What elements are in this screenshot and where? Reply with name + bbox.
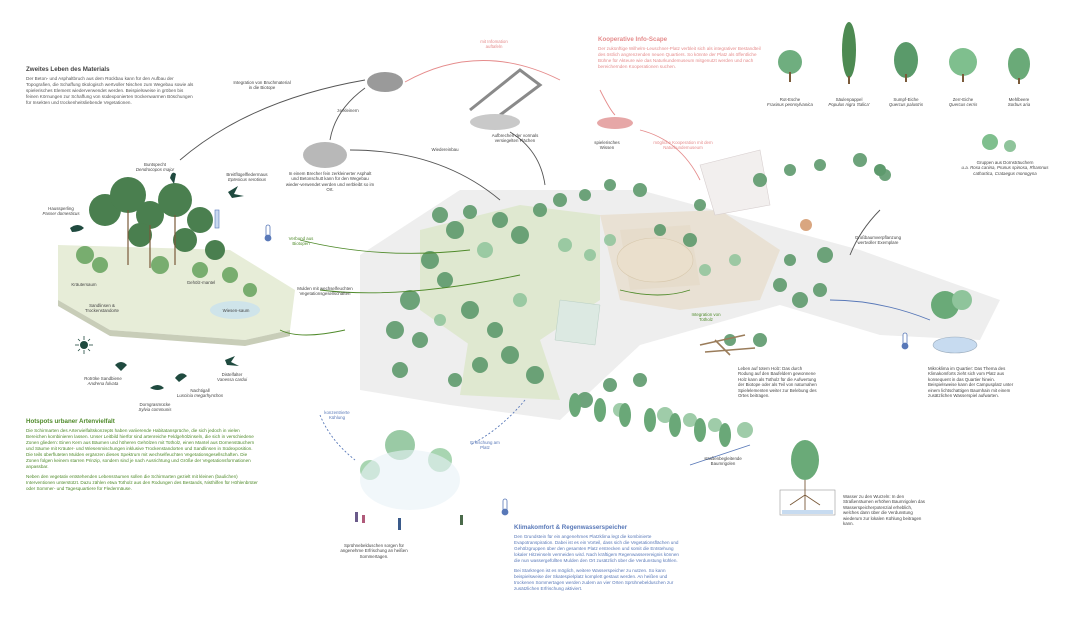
shrub-latin: u.a. Rosa canina, Prunus spinosa, Rhamnu… (961, 165, 1049, 176)
shrub-title: Gruppen aus Dornsträuchern (976, 160, 1034, 165)
mist-scene (355, 430, 463, 530)
zone-wiesensaum: Wiesen-saum (222, 308, 250, 313)
species-dorngrasmuecke: Dorngrasmücke Sylvia communis (130, 402, 180, 413)
label-biotope-link: Verbund aus Biotopen (288, 236, 314, 247)
tree-name: Rot-Esche (779, 97, 801, 102)
tree-latin: Fraxinus pennsylvanica (767, 102, 813, 108)
tree-name: Zerr-Eiche (952, 97, 974, 102)
label-refresh: Erfrischung am Platz (470, 440, 500, 451)
materials-body: Der Beton- und Asphaltbruch aus dem Rück… (26, 76, 194, 105)
label-breakup: Aufbrechen der vormals versiegelten Fläc… (491, 133, 539, 144)
species-name: Breitflügelfledermaus (226, 172, 268, 177)
zone-gehoelzmantel: Gehölz-mantel (186, 280, 216, 285)
tree-name: Säulenpappel (835, 97, 863, 102)
species-silhouettes (70, 172, 244, 390)
species-name: Buntspecht (144, 162, 166, 167)
plaza-trees-light (434, 234, 753, 438)
species-name: Dorngrasmücke (139, 402, 171, 407)
tree-label-zerr-eiche: Zerr-Eiche Quercus cerris (928, 97, 998, 108)
habitat-island (58, 177, 295, 346)
flow-arrows (179, 60, 931, 466)
label-mist: Sprühnebelduschen sorgen für angenehme E… (340, 543, 408, 559)
zone-name: Kräutersaum (71, 282, 97, 287)
tree-label-rot-esche: Rot-Esche Fraxinus pennsylvanica (755, 97, 825, 108)
zone-sandlinsen: Sandlinsen & Trockenstandorte (72, 303, 132, 314)
infoscape-block: Kooperative Info-Scape Der zukünftige Wi… (598, 36, 763, 70)
species-latin: Luscinia megarhynchos (176, 393, 224, 399)
species-haussperling: Haussperling Passer domesticus (36, 206, 86, 217)
zone-kraeutersaum: Kräutersaum (64, 282, 104, 287)
deadwood-icon (699, 334, 756, 356)
label-integration-rubble: Integration von Bruchmaterial in die Bio… (233, 80, 291, 91)
tree-label-saeulenpappel: Säulenpappel Populus nigra 'Italica' (814, 97, 884, 108)
zone-name: Sandlinsen & Trockenstandorte (84, 303, 119, 314)
hotspots-body-1: Die Schirmarten des Artenvielfaltskonzep… (26, 428, 255, 469)
zone-name: Wiesen-saum (222, 308, 250, 313)
tree-label-sumpf-eiche: Sumpf-Eiche Quercus palustris (871, 97, 941, 108)
climate-title: Klimakomfort & Regenwasserspeicher (514, 524, 628, 531)
hotspots-block: Hotspots urbaner Artenvielfalt Die Schir… (26, 418, 258, 492)
plaza-trees (386, 153, 891, 408)
label-hollows: Mulden mit wechselfeuchten Vegetationsge… (297, 286, 353, 297)
tree-latin: Sorbus aria (1007, 102, 1031, 108)
species-latin: Eptesicus serotinus (227, 177, 267, 183)
tree-name: Sumpf-Eiche (893, 97, 919, 102)
species-name: Distelfalter (221, 372, 243, 377)
climate-body-1: Den Grundstein für ein angenehmes Platzk… (514, 534, 679, 563)
street-tree-row (569, 393, 731, 447)
species-latin: Passer domesticus (42, 211, 80, 217)
species-name: Haussperling (48, 206, 74, 211)
label-water-roots: Wasser zu den Wurzeln: In den Straßenräu… (843, 494, 926, 527)
tree-latin: Populus nigra 'Italica' (828, 102, 870, 108)
label-microclimate: Mikroklima im Quartier: Das Thema des Kl… (928, 366, 1014, 399)
label-cooling: konzentrierte Kühlung (324, 410, 350, 421)
hotspots-body-2: Neben den vegetativ entstehenden Lebensr… (26, 474, 258, 491)
species-name: Nachtigall (190, 388, 210, 393)
label-deadwood-integration: Integration von Totholz (691, 312, 721, 323)
plaza-ground (360, 149, 1000, 420)
species-nachtigall: Nachtigall Luscinia megarhynchos (170, 388, 230, 399)
tree-name: Mehlbeere (1008, 97, 1030, 102)
species-buntspecht: Buntspecht Dendrocopos major (125, 162, 185, 173)
materials-title: Zweites Leben des Materials (26, 66, 110, 73)
species-latin: Dendrocopos major (135, 167, 175, 173)
species-latin: Andrena fulvata (87, 381, 119, 387)
rubble-icons (303, 68, 633, 168)
climate-body-2: Bei Starkregen ist es möglich, weitere W… (514, 568, 674, 591)
label-playful: spielerisches Wissen (594, 140, 620, 151)
infoscape-title: Kooperative Info-Scape (598, 36, 668, 43)
zone-name: Gehölz-mantel (186, 280, 216, 285)
label-info-show: mit Infomation auftafeln (480, 39, 508, 50)
species-latin: Sylvia communis (138, 407, 172, 413)
tree-rigole (779, 440, 836, 516)
thermometer-icons (264, 224, 909, 516)
species-sandbiene: Rotröke Sandbiene Andrena fulvata (78, 376, 128, 387)
climate-block: Klimakomfort & Regenwasserspeicher Den G… (514, 524, 684, 592)
label-cooperation: mögliche Kooperation mit dem Naturkundem… (653, 140, 713, 151)
label-crusher-text: In einem Brecher fein zerkleinerter Asph… (285, 171, 375, 193)
label-crushed: zerkleinern (337, 108, 359, 113)
species-fledermaus: Breitflügelfledermaus Eptesicus serotinu… (212, 172, 282, 183)
materials-block: Zweites Leben des Materials Der Beton- u… (26, 66, 196, 106)
tree-latin: Quercus cerris (948, 102, 978, 108)
shrub-label: Gruppen aus Dornsträuchern u.a. Rosa can… (960, 160, 1050, 176)
label-large-tree: Großbaumverpflanzung wertvoller Exemplar… (854, 235, 902, 246)
tree-label-mehlbeere: Mehlbeere Sorbus aria (984, 97, 1054, 108)
species-latin: Vanessa cardui (216, 377, 248, 383)
campus-pool (931, 290, 978, 354)
species-name: Rotröke Sandbiene (84, 376, 122, 381)
label-road-construction: Wiedereinbau (431, 147, 459, 152)
species-distelfalter: Distelfalter Vanessa cardui (212, 372, 252, 383)
label-deadwood-text: Leben auf totem Holz: Das durch Rodung a… (738, 366, 817, 399)
label-street-trees: straßenbegleitende Baumrigolen (704, 456, 742, 467)
tree-species-icons (778, 22, 1030, 231)
tree-latin: Quercus palustris (888, 102, 924, 108)
infoscape-body: Der zukünftige Wilhelm-Leuschner-Platz v… (598, 46, 761, 69)
hotspots-title: Hotspots urbaner Artenvielfalt (26, 418, 115, 425)
